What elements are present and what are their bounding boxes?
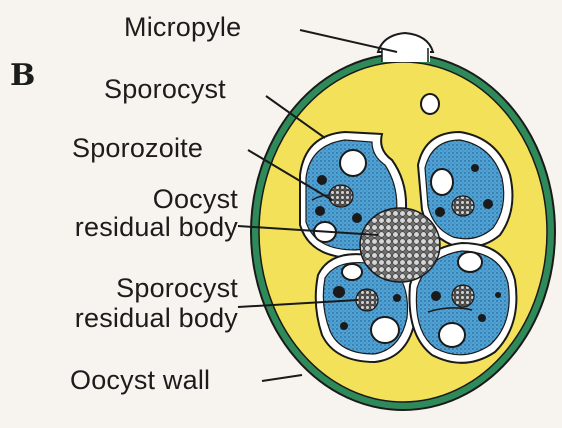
oocyst-wall-leader	[262, 375, 302, 381]
oocyst-residual-body-label-line1: Oocyst	[153, 184, 238, 214]
micropyle	[378, 33, 433, 62]
oocyst-residual-body-label-line2: residual body	[75, 212, 238, 242]
sporocyst-residual-body-label-line2: residual body	[75, 303, 238, 333]
sporocyst-residual-body-2	[452, 196, 474, 216]
oocyst-wall-label: Oocyst wall	[70, 365, 210, 395]
sporozoite-label: Sporozoite	[72, 133, 203, 163]
oocyst-residual-body	[360, 208, 440, 282]
micropyle-leader	[300, 30, 397, 52]
sporocyst-label: Sporocyst	[104, 74, 226, 104]
micropyle-label: Micropyle	[124, 12, 241, 42]
sporocyst-residual-body-4	[452, 285, 474, 307]
sporocyst-residual-body-1	[329, 185, 353, 207]
polar-granule	[421, 94, 439, 114]
panel-letter: B	[10, 58, 35, 93]
sporocyst-residual-body-3	[356, 289, 378, 311]
sporocyst-residual-body-label-line1: Sporocyst	[116, 273, 238, 303]
